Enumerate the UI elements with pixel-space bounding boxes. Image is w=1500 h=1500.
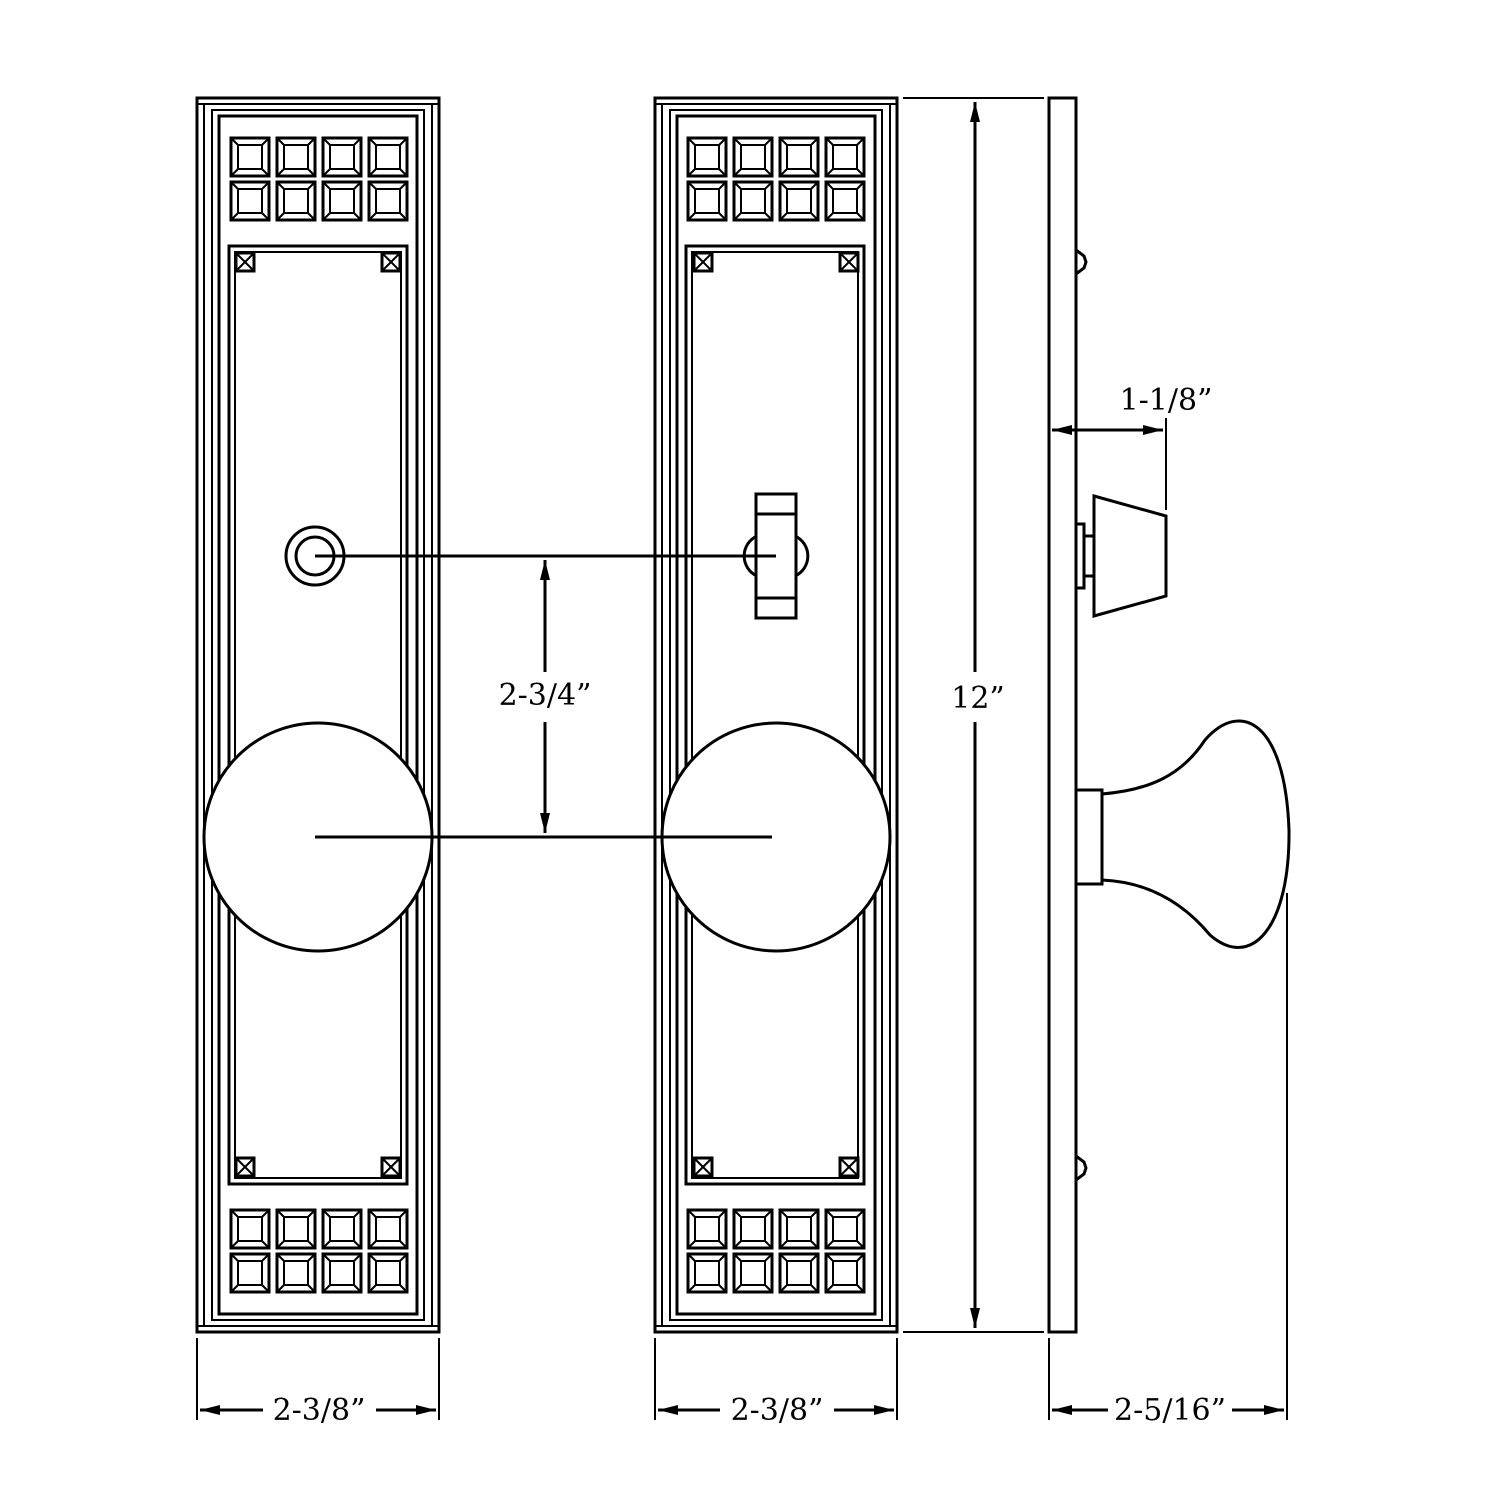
bevel-square	[229, 136, 271, 178]
bevel-square	[824, 180, 866, 222]
bevel-square	[321, 1208, 363, 1250]
top-screw-head-icon	[1075, 248, 1088, 276]
bevel-square	[824, 136, 866, 178]
turn-piece-projection-dimension: 1-1/8”	[1052, 383, 1212, 510]
knob-projection-label: 2-5/16”	[1114, 1393, 1226, 1428]
bevel-square	[275, 180, 317, 222]
back-screw-icons	[692, 251, 860, 1178]
plate-height-label: 12”	[951, 681, 1005, 716]
screw-icon	[234, 1156, 256, 1178]
back-plate	[653, 96, 899, 1334]
front-top-square-grid	[229, 136, 409, 222]
bevel-square	[686, 136, 728, 178]
front-plate-width-dimension: 2-3/8”	[196, 1338, 440, 1428]
turn-piece-projection-label: 1-1/8”	[1120, 383, 1213, 418]
front-bottom-square-grid	[229, 1208, 409, 1294]
bevel-square	[824, 1208, 866, 1250]
screw-icon	[234, 251, 256, 273]
center-to-center-dimension: 2-3/4”	[315, 554, 776, 839]
side-knob-icon	[1074, 719, 1291, 949]
screw-icon	[838, 1156, 860, 1178]
bottom-screw-head-icon	[1075, 1154, 1088, 1182]
bevel-square	[367, 1208, 409, 1250]
bevel-square	[732, 1208, 774, 1250]
bevel-square	[275, 1252, 317, 1294]
bevel-square	[275, 136, 317, 178]
bevel-square	[686, 1208, 728, 1250]
bevel-square	[778, 180, 820, 222]
bevel-square	[321, 1252, 363, 1294]
bevel-square	[367, 180, 409, 222]
front-plate	[195, 96, 441, 1334]
bevel-square	[732, 180, 774, 222]
center-to-center-label: 2-3/4”	[499, 678, 592, 713]
back-bottom-square-grid	[686, 1208, 866, 1294]
back-plate-width-dimension: 2-3/8”	[654, 1338, 898, 1428]
bevel-square	[275, 1208, 317, 1250]
screw-icon	[380, 251, 402, 273]
screw-icon	[692, 251, 714, 273]
bevel-square	[778, 136, 820, 178]
bevel-square	[367, 1252, 409, 1294]
front-plate-width-label: 2-3/8”	[273, 1393, 366, 1428]
bevel-square	[229, 180, 271, 222]
screw-icon	[692, 1156, 714, 1178]
bevel-square	[824, 1252, 866, 1294]
screw-icon	[380, 1156, 402, 1178]
bevel-square	[367, 136, 409, 178]
back-plate-width-label: 2-3/8”	[731, 1393, 824, 1428]
back-center-panel	[684, 244, 866, 1186]
bevel-square	[229, 1208, 271, 1250]
screw-icon	[838, 251, 860, 273]
side-profile	[1047, 96, 1291, 1334]
back-top-square-grid	[686, 136, 866, 222]
bevel-square	[686, 1252, 728, 1294]
bevel-square	[686, 180, 728, 222]
bevel-square	[778, 1208, 820, 1250]
front-screw-icons	[234, 251, 402, 1178]
knob-projection-dimension: 2-5/16”	[1048, 893, 1288, 1428]
bevel-square	[732, 136, 774, 178]
bevel-square	[321, 136, 363, 178]
side-turn-piece-icon	[1074, 494, 1168, 618]
bevel-square	[778, 1252, 820, 1294]
bevel-square	[229, 1252, 271, 1294]
plate-height-dimension: 12”	[903, 97, 1044, 1333]
bevel-square	[321, 180, 363, 222]
front-center-panel	[227, 244, 409, 1186]
bevel-square	[732, 1252, 774, 1294]
